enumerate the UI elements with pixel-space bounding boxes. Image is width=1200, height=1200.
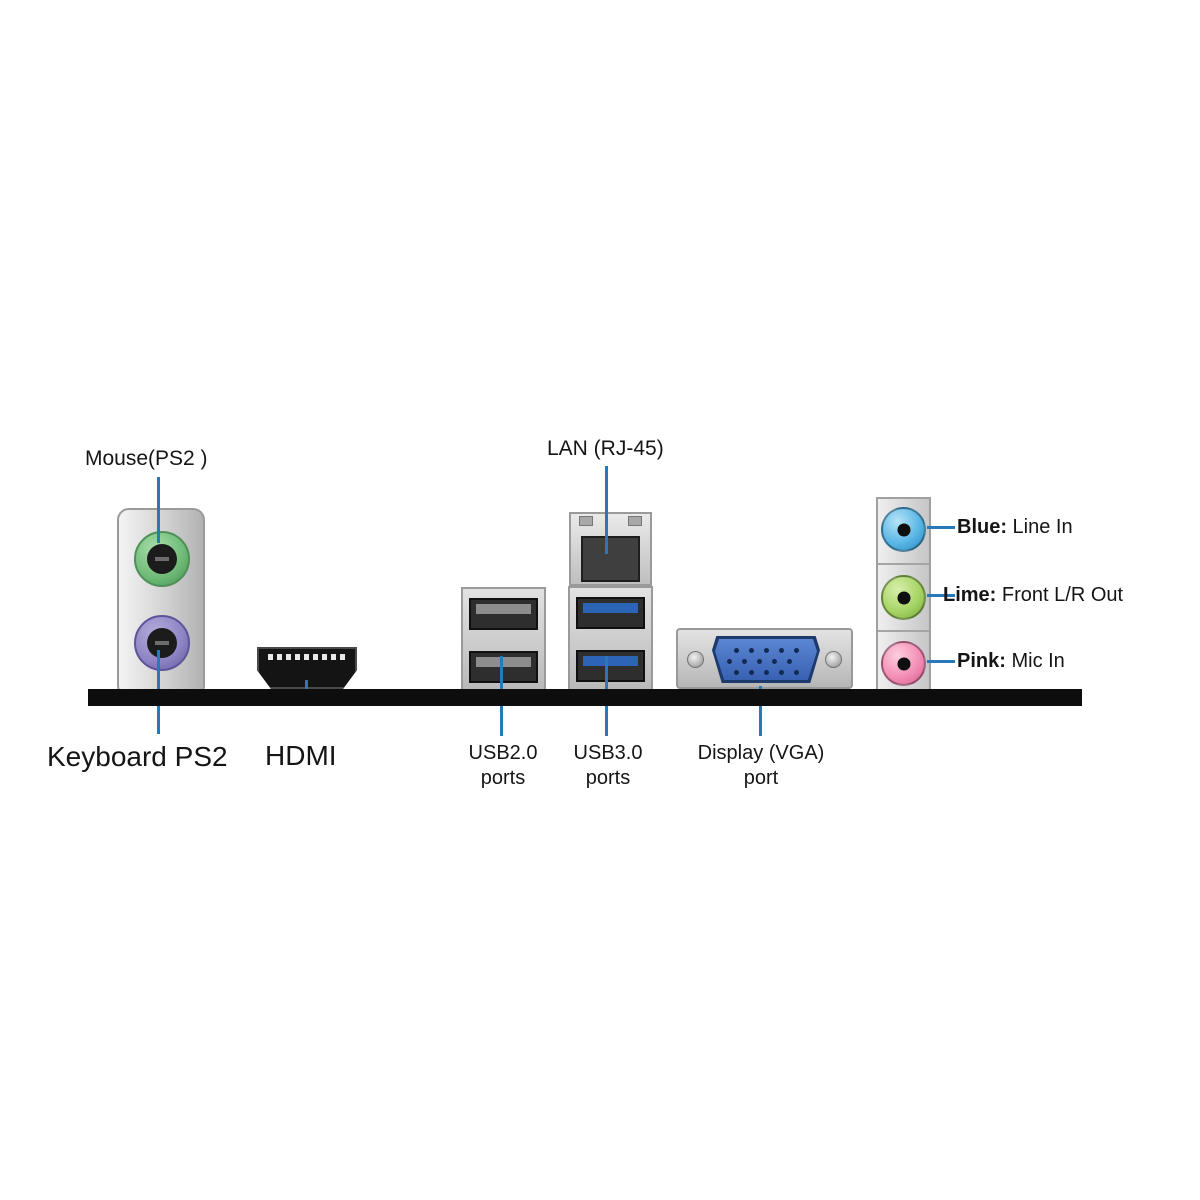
- mouse-ps2-label: Mouse(PS2 ): [85, 447, 208, 470]
- mic-in-callout-line: [927, 660, 955, 663]
- line-in-jack: [881, 507, 926, 552]
- usb2-slot-bottom: [469, 651, 538, 683]
- keyboard-ps2-port: [134, 615, 190, 671]
- line-in-label-color: Blue:: [957, 516, 1007, 538]
- vga-label-line1: Display (VGA): [697, 742, 825, 764]
- vga-dsub-connector: [712, 636, 820, 683]
- mic-in-label: Pink: Mic In: [957, 650, 1065, 673]
- ps2-connector-core: [147, 544, 177, 574]
- vga-callout-line: [759, 686, 762, 736]
- usb-tongue: [583, 656, 638, 666]
- divider: [878, 630, 929, 632]
- usb2-port-block: [461, 587, 546, 692]
- front-out-label-desc: Front L/R Out: [996, 584, 1124, 606]
- front-out-label: Lime: Front L/R Out: [943, 584, 1123, 607]
- line-in-label: Blue: Line In: [957, 516, 1073, 539]
- usb2-slot-top: [469, 598, 538, 630]
- mouse-ps2-port: [134, 531, 190, 587]
- ps2-connector-core: [147, 628, 177, 658]
- usb2-label: USB2.0 ports: [457, 741, 549, 791]
- hdmi-label: HDMI: [265, 740, 337, 771]
- vga-screw: [825, 651, 842, 668]
- audio-jack-strip: [876, 497, 931, 693]
- vga-port-block: [676, 628, 853, 689]
- front-lr-out-jack: [881, 575, 926, 620]
- line-in-label-desc: Line In: [1007, 516, 1073, 538]
- ps2-port-tower: [117, 508, 205, 694]
- lan-jack-opening: [581, 536, 640, 582]
- io-shield-bar: [88, 689, 1082, 706]
- mic-in-label-desc: Mic In: [1005, 650, 1065, 672]
- vga-pin-grid: [734, 648, 739, 653]
- front-out-label-color: Lime:: [943, 584, 997, 606]
- vga-screw: [687, 651, 704, 668]
- usb-tongue: [476, 604, 531, 614]
- usb3-slot-bottom: [576, 650, 645, 682]
- usb-tongue: [476, 657, 531, 667]
- lan-clip-tab: [628, 516, 642, 526]
- mic-in-label-color: Pink:: [957, 650, 1006, 672]
- usb3-label-line2: ports: [585, 767, 631, 789]
- lan-clip-tab: [579, 516, 593, 526]
- lan-callout-line: [605, 466, 608, 554]
- usb2-label-line1: USB2.0: [468, 742, 538, 764]
- lan-label: LAN (RJ-45): [547, 437, 664, 460]
- vga-connector-face: [715, 639, 817, 680]
- keyboard-ps2-label: Keyboard PS2: [47, 741, 228, 772]
- mouse-callout-line: [157, 477, 160, 543]
- mic-in-jack: [881, 641, 926, 686]
- front-out-callout-line: [927, 594, 955, 597]
- line-in-callout-line: [927, 526, 955, 529]
- usb3-label: USB3.0 ports: [562, 741, 654, 791]
- vga-label: Display (VGA) port: [690, 741, 832, 791]
- usb-tongue: [583, 603, 638, 613]
- usb3-port-block: [568, 586, 653, 692]
- usb3-label-line1: USB3.0: [573, 742, 643, 764]
- vga-label-line2: port: [743, 767, 779, 789]
- hdmi-pin-row: [268, 654, 346, 660]
- lan-rj45-port: [569, 512, 652, 586]
- usb3-slot-top: [576, 597, 645, 629]
- divider: [878, 563, 929, 565]
- usb2-label-line2: ports: [480, 767, 526, 789]
